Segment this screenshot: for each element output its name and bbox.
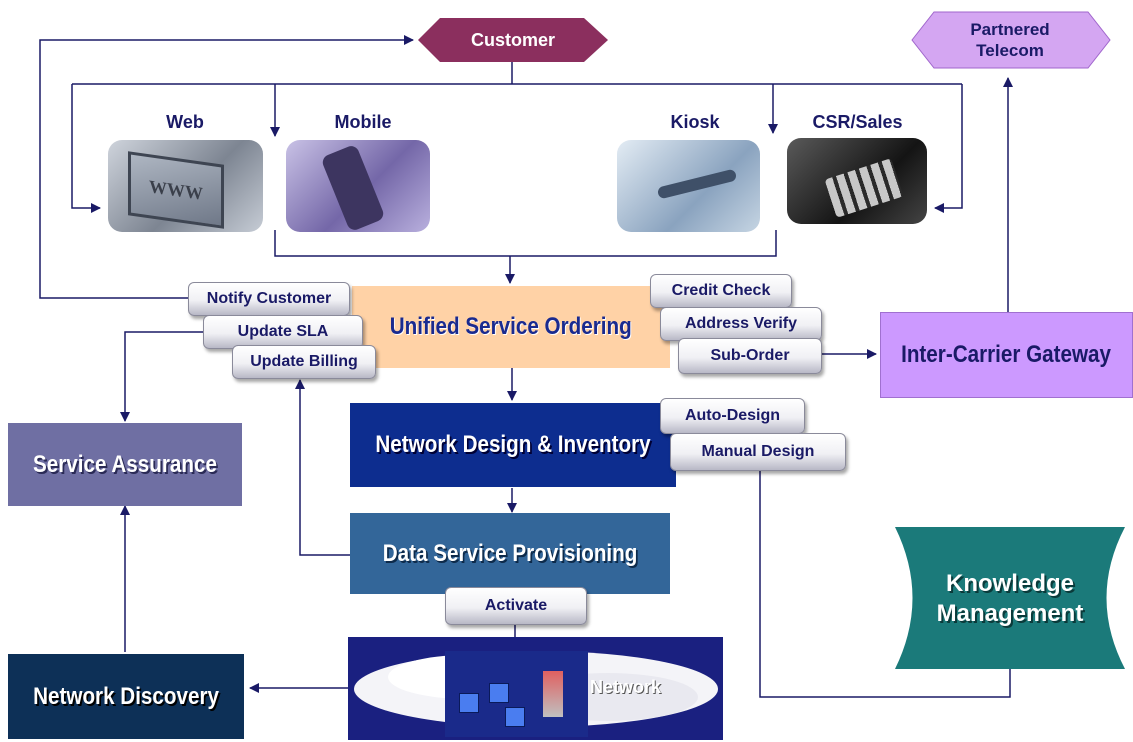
- partner-telecom-label: Partnered Telecom: [970, 20, 1050, 60]
- knowledge-banner-shape: [895, 527, 1125, 669]
- customer-node[interactable]: Customer: [418, 18, 608, 62]
- credit-check-button[interactable]: Credit Check: [650, 274, 792, 308]
- web-screen: WWW: [128, 151, 224, 229]
- customer-hexagon-shape: [418, 18, 608, 62]
- action-label: Update Billing: [250, 353, 358, 370]
- channel-csr-label: CSR/Sales: [812, 112, 903, 132]
- address-verify-button[interactable]: Address Verify: [660, 307, 822, 341]
- network-discovery-node[interactable]: Network Discovery: [8, 654, 244, 739]
- network-discovery-label: Network Discovery: [33, 682, 219, 710]
- router-icon: [459, 693, 479, 713]
- action-label: Credit Check: [671, 282, 771, 299]
- network-design-inventory-node[interactable]: Network Design & Inventory: [350, 403, 676, 487]
- phone-icon: [320, 143, 386, 232]
- channel-mobile-label: Mobile: [334, 112, 392, 132]
- sub-order-button[interactable]: Sub-Order: [678, 338, 822, 374]
- unified-service-ordering-label: Unified Service Ordering: [389, 313, 633, 340]
- network-topology-image: [445, 651, 588, 737]
- channel-kiosk-label: Kiosk: [670, 112, 720, 132]
- inter-carrier-gateway-node[interactable]: Inter-Carrier Gateway: [880, 312, 1133, 398]
- action-label: Manual Design: [701, 443, 815, 460]
- notify-customer-button[interactable]: Notify Customer: [188, 282, 350, 316]
- data-service-provisioning-label: Data Service Provisioning: [382, 539, 638, 567]
- csr-phone-image: [787, 138, 927, 224]
- channel-web-label: Web: [166, 112, 204, 132]
- update-sla-button[interactable]: Update SLA: [203, 315, 363, 349]
- server-icon: [505, 707, 525, 727]
- mobile-phone-image: [286, 140, 430, 232]
- network-label: Network: [590, 677, 662, 697]
- network-design-inventory-label: Network Design & Inventory: [375, 431, 651, 458]
- partner-hexagon-shape: [911, 11, 1111, 69]
- partner-telecom-node[interactable]: Partnered Telecom: [930, 12, 1090, 68]
- knowledge-management-node[interactable]: Knowledge Management: [905, 540, 1115, 658]
- auto-design-button[interactable]: Auto-Design: [660, 398, 805, 434]
- switch-icon: [489, 683, 509, 703]
- update-billing-button[interactable]: Update Billing: [232, 345, 376, 379]
- action-label: Update SLA: [237, 323, 329, 340]
- action-label: Notify Customer: [206, 290, 332, 307]
- manual-design-button[interactable]: Manual Design: [670, 433, 846, 471]
- customer-label: Customer: [470, 29, 555, 50]
- pointing-hand-icon: [656, 168, 738, 200]
- inter-carrier-gateway-label: Inter-Carrier Gateway: [901, 341, 1112, 368]
- data-service-provisioning-node[interactable]: Data Service Provisioning: [350, 513, 670, 594]
- web-screen-text: WWW: [149, 175, 203, 204]
- kiosk-image: [617, 140, 760, 232]
- action-label: Sub-Order: [710, 347, 790, 364]
- activate-button[interactable]: Activate: [445, 587, 587, 625]
- building-icon: [543, 671, 563, 717]
- service-assurance-node[interactable]: Service Assurance: [8, 423, 242, 506]
- network-cloud-panel[interactable]: Network: [348, 637, 723, 740]
- unified-service-ordering-node[interactable]: Unified Service Ordering: [352, 286, 670, 368]
- keypad-icon: [824, 158, 904, 218]
- action-label: Address Verify: [684, 315, 798, 332]
- knowledge-management-label: Knowledge Management: [936, 570, 1084, 627]
- action-label: Auto-Design: [684, 407, 781, 424]
- action-label: Activate: [484, 597, 548, 614]
- service-assurance-label: Service Assurance: [33, 450, 217, 478]
- web-terminal-image: WWW: [108, 140, 263, 232]
